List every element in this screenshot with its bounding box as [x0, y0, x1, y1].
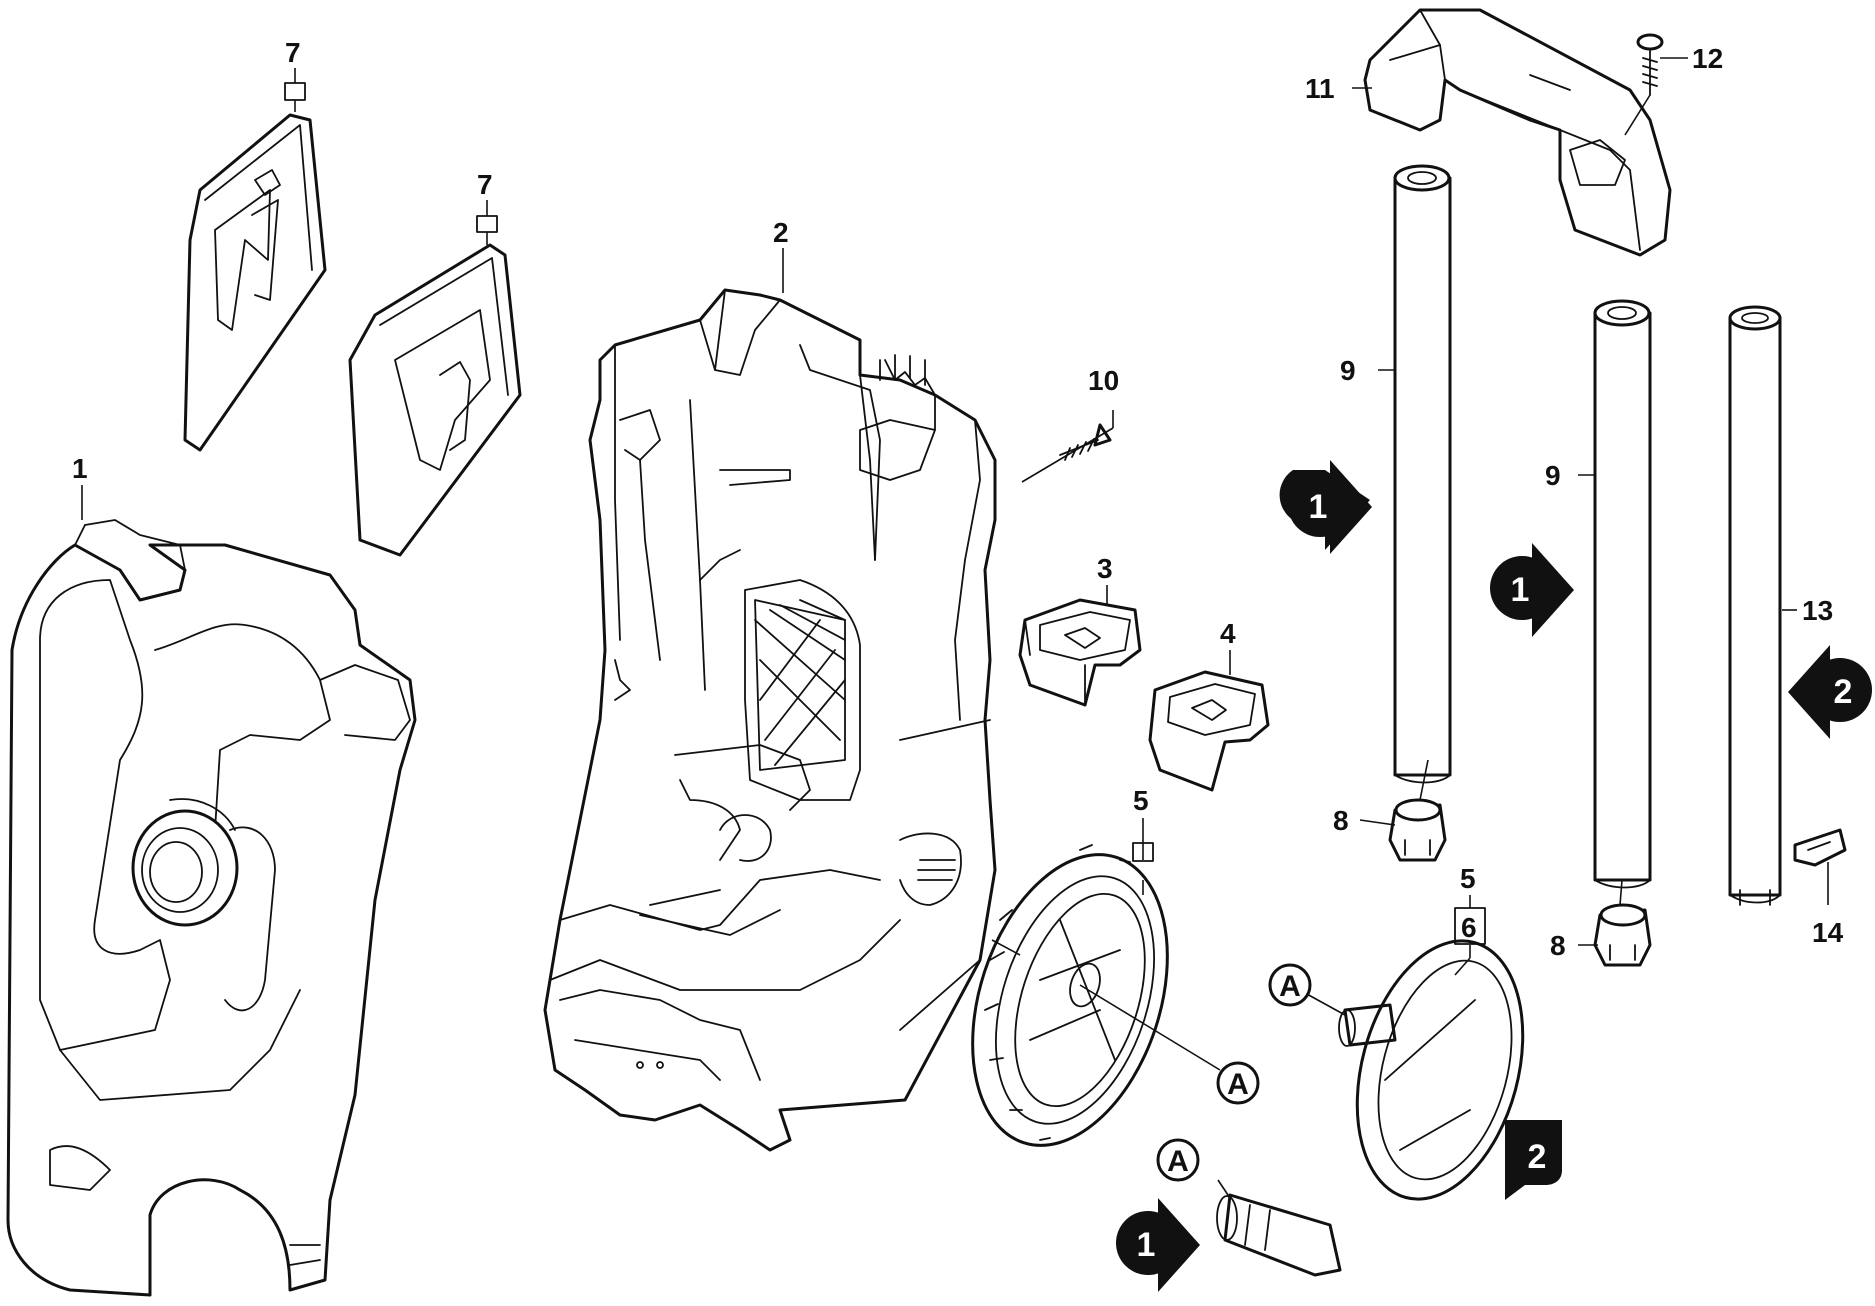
part-handle-11: [1363, 8, 1672, 257]
callout-3: 3: [1097, 553, 1113, 584]
callout-8a: 8: [1333, 805, 1349, 836]
marker-a-left-text: A: [1279, 970, 1301, 1003]
callout-5b: 5: [1460, 863, 1476, 894]
callout-1: 1: [72, 453, 88, 484]
part-plug-8b: [1593, 903, 1652, 967]
callout-5a-box: [1132, 842, 1154, 862]
callout-13: 13: [1802, 595, 1833, 626]
part-main-frame: [543, 288, 997, 1152]
callout-4: 4: [1220, 618, 1236, 649]
badge-arrow-right-mid-text: 1: [1511, 571, 1530, 609]
part-tube-9b: [1593, 299, 1652, 889]
callout-7a-box: [284, 82, 306, 101]
marker-a-wheel-text: A: [1227, 1068, 1249, 1101]
leader-lines: [81, 57, 1829, 1199]
part-clip-14: [1793, 828, 1847, 867]
callout-2: 2: [773, 217, 789, 248]
part-axle-pin: [1216, 1193, 1342, 1277]
callout-10: 10: [1088, 365, 1119, 396]
callout-12: 12: [1692, 43, 1723, 74]
part-tube-13: [1728, 305, 1782, 906]
marker-a-pin: A: [1156, 1138, 1200, 1182]
part-screw-12: [1636, 33, 1664, 96]
callout-7b: 7: [477, 169, 493, 200]
callout-6: 6: [1461, 912, 1477, 943]
callout-8b: 8: [1550, 930, 1566, 961]
part-wheel-cap-6: [1338, 939, 1525, 1201]
callout-labels: 1 2 3 4 5 5 6 7 7 8 8 9 9 10 11 12 13 14: [72, 37, 1844, 961]
marker-a-pin-text: A: [1167, 1145, 1189, 1178]
callout-9b: 9: [1545, 460, 1561, 491]
part-clip-4: [1148, 670, 1270, 792]
part-tube-9a: [1393, 164, 1452, 784]
callout-11: 11: [1305, 73, 1335, 104]
callout-5a: 5: [1133, 785, 1149, 816]
callout-7b-box: [476, 215, 498, 233]
part-wheel-5: [971, 844, 1169, 1147]
callout-9a: 9: [1340, 355, 1356, 386]
badge-arrow-left-side-text: 2: [1834, 673, 1853, 711]
part-cover-b: [348, 243, 522, 557]
badge-arrow-right-bottom-text: 1: [1137, 1226, 1156, 1264]
badge-arrow-right-bottom: 1: [1116, 1198, 1200, 1292]
callout-14: 14: [1812, 917, 1844, 948]
part-cover-a: [183, 113, 327, 452]
part-clip-3: [1018, 598, 1142, 707]
badge-arrow-right-top: 1: [1279, 460, 1372, 554]
badge-corner-bottom: 2: [1505, 1120, 1562, 1200]
part-plug-8a: [1388, 798, 1447, 862]
badge-arrow-left-side: 2: [1788, 645, 1872, 739]
badge-corner-bottom-text: 2: [1528, 1138, 1547, 1176]
badge-arrow-right-mid: 1: [1490, 543, 1574, 637]
marker-a-left: A: [1268, 963, 1312, 1007]
badge-arrow-right-top-text: 1: [1309, 488, 1328, 526]
marker-a-wheel: A: [1216, 1061, 1260, 1105]
callout-6-box: [1454, 907, 1486, 945]
part-front-housing: [6, 519, 417, 1297]
callout-7a: 7: [285, 37, 301, 68]
